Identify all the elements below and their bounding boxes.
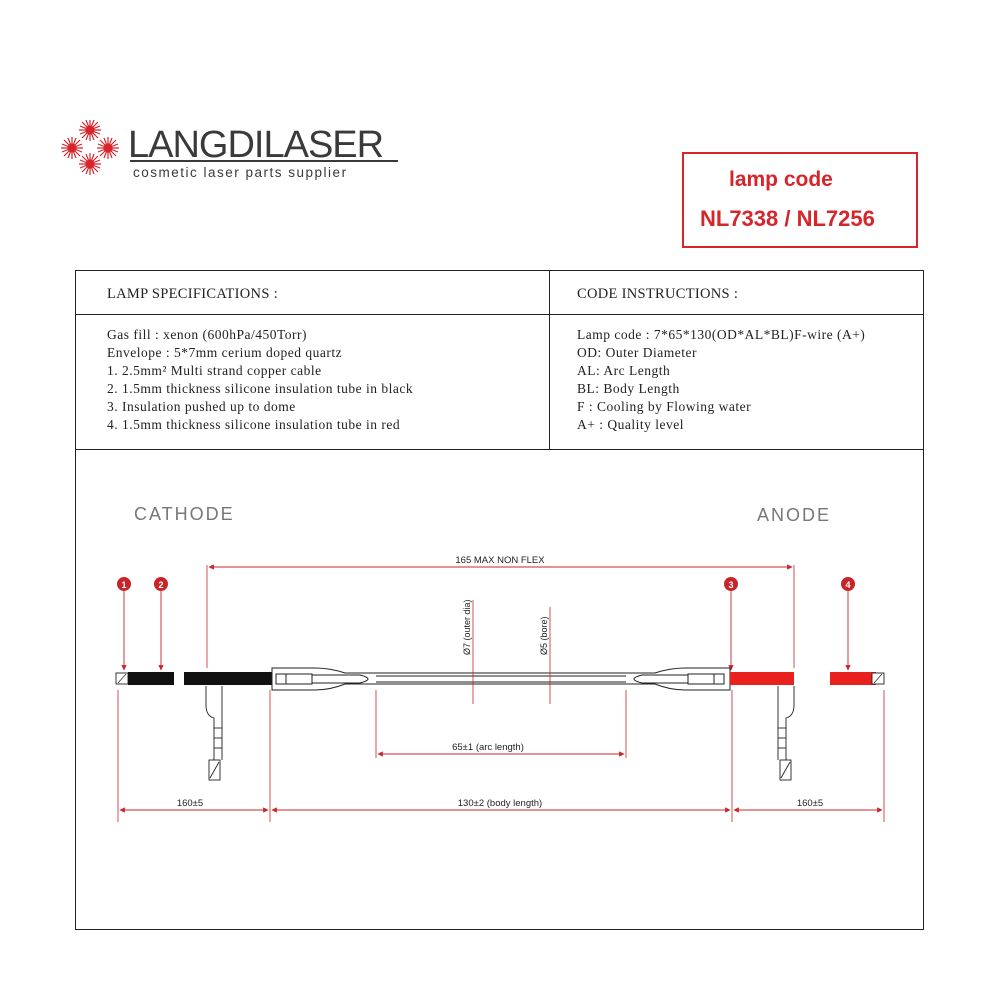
- right-lead-text: 160±5: [797, 798, 823, 809]
- black-insulation-tube-lamp: [184, 672, 272, 685]
- lamp-body: [271, 667, 731, 691]
- outer-dia-dimension: Ø7 (outer dia): [462, 599, 474, 704]
- brand-name: LANGDILASER: [128, 124, 384, 166]
- cathode-wire-tip: [115, 672, 129, 685]
- anode-wire-tip: [871, 672, 885, 685]
- marker-4-text: 4: [845, 580, 850, 590]
- table-bottom-divider: [75, 449, 924, 450]
- bore-dimension: Ø5 (bore): [539, 607, 551, 704]
- lamp-code-values: NL7338 / NL7256: [700, 206, 875, 231]
- code-line: OD: Outer Diameter: [577, 345, 697, 360]
- spec-line: 4. 1.5mm thickness silicone insulation t…: [107, 417, 401, 432]
- marker-1: 1: [117, 577, 131, 671]
- spec-line: 3. Insulation pushed up to dome: [107, 399, 296, 414]
- arc-length-dimension: 65±1 (arc length): [375, 690, 627, 758]
- marker-3: 3: [724, 577, 738, 671]
- code-instructions-heading: CODE INSTRUCTIONS :: [577, 286, 739, 302]
- body-length-dimension: 160±5 130±2 (body length) 160±5: [117, 690, 885, 822]
- starburst-icon: [61, 120, 119, 175]
- spec-line: 2. 1.5mm thickness silicone insulation t…: [107, 381, 414, 396]
- spec-frame: [75, 270, 924, 930]
- red-insulation-tube: [830, 672, 876, 685]
- bore-text: Ø5 (bore): [539, 616, 549, 655]
- code-line: Lamp code : 7*65*130(OD*AL*BL)F-wire (A+…: [577, 327, 866, 342]
- code-line: BL: Body Length: [577, 381, 680, 396]
- max-non-flex-dimension: 165 MAX NON FLEX: [206, 555, 795, 668]
- marker-2: 2: [154, 577, 168, 671]
- anode-lead-connector: [777, 686, 795, 781]
- brand-underline: [130, 160, 398, 162]
- cathode-label: CATHODE: [134, 504, 235, 524]
- brand-tagline: cosmetic laser parts supplier: [133, 165, 348, 180]
- specifications-heading: LAMP SPECIFICATIONS :: [107, 286, 278, 302]
- max-non-flex-text: 165 MAX NON FLEX: [455, 555, 545, 566]
- code-line: A+ : Quality level: [577, 417, 684, 432]
- marker-1-text: 1: [121, 580, 126, 590]
- outer-dia-text: Ø7 (outer dia): [462, 599, 472, 655]
- spec-line: 1. 2.5mm² Multi strand copper cable: [107, 363, 322, 378]
- black-insulation-tube: [128, 672, 174, 685]
- red-insulation-tube-lamp: [730, 672, 794, 685]
- header-divider: [75, 314, 924, 315]
- left-lead-text: 160±5: [177, 798, 203, 809]
- marker-4: 4: [841, 577, 855, 671]
- brand-logo: [61, 120, 119, 175]
- lamp-code-title: lamp code: [729, 168, 833, 191]
- lamp-code-box: lamp code NL7338 / NL7256: [682, 152, 918, 248]
- cathode-lead-connector: [205, 686, 223, 781]
- anode-label: ANODE: [757, 505, 832, 525]
- marker-2-text: 2: [158, 580, 163, 590]
- column-divider: [549, 270, 550, 450]
- spec-line: Envelope : 5*7mm cerium doped quartz: [107, 345, 343, 360]
- arc-length-text: 65±1 (arc length): [452, 742, 524, 753]
- spec-line: Gas fill : xenon (600hPa/450Torr): [107, 327, 308, 342]
- body-length-text: 130±2 (body length): [458, 798, 542, 809]
- code-line: AL: Arc Length: [577, 363, 671, 378]
- code-line: F : Cooling by Flowing water: [577, 399, 752, 414]
- marker-3-text: 3: [728, 580, 733, 590]
